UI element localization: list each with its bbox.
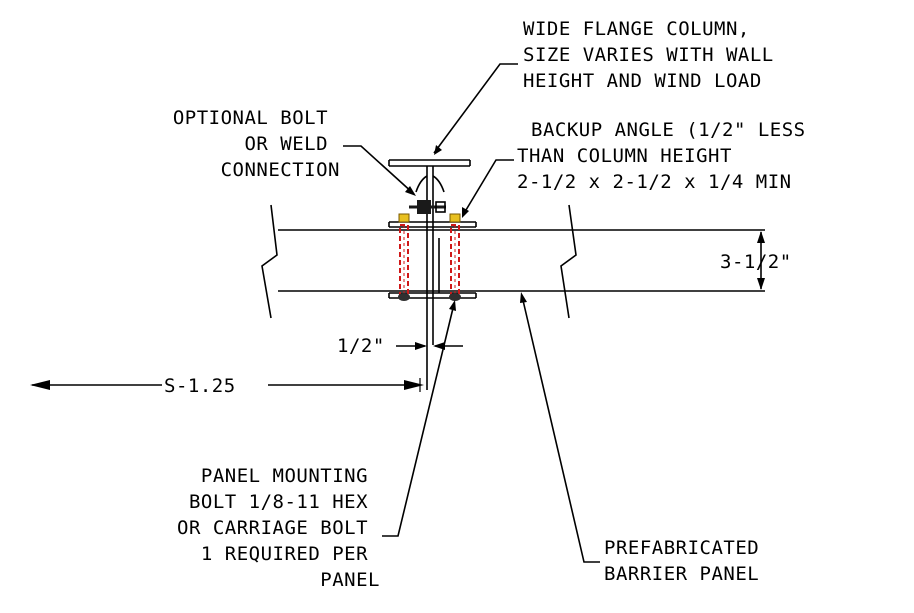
- mounting-bolt-label-line-2: BOLT 1/8-11 HEX: [189, 491, 368, 513]
- mounting-bolt-label-line-4: 1 REQUIRED PER: [201, 543, 368, 565]
- break-line-left: [261, 204, 278, 319]
- leader-column: [433, 63, 518, 155]
- spacing-label: S-1.25: [164, 375, 236, 397]
- barrier-panel: [278, 229, 765, 292]
- gap-label: 1/2": [337, 335, 385, 357]
- leader-barrier-panel: [520, 292, 600, 563]
- dimension-panel-thickness: [757, 231, 765, 290]
- mounting-bolt-label: PANEL MOUNTING BOLT 1/8-11 HEX OR CARRIA…: [177, 465, 380, 591]
- connection-bolt: [409, 200, 446, 214]
- connection-label: OPTIONAL BOLT OR WELD CONNECTION: [173, 107, 340, 181]
- connection-label-line-3: CONNECTION: [221, 159, 340, 181]
- mounting-bolt-label-line-1: PANEL MOUNTING: [201, 465, 368, 487]
- backup-angle-label-line-2: THAN COLUMN HEIGHT: [517, 145, 732, 167]
- panel-mounting-bolt-left: [398, 213, 410, 301]
- leader-connection: [343, 145, 416, 196]
- wide-flange-column: [388, 159, 471, 390]
- backup-angle-label-line-3: 2-1/2 x 2-1/2 x 1/4 MIN: [517, 171, 792, 193]
- barrier-panel-label-line-2: BARRIER PANEL: [604, 563, 759, 585]
- backup-angle-label: BACKUP ANGLE (1/2" LESS THAN COLUMN HEIG…: [517, 119, 818, 193]
- leader-backup-angle: [462, 159, 514, 218]
- dimension-spacing: [30, 378, 424, 392]
- leader-mounting-bolt: [382, 300, 456, 537]
- panel-mounting-bolt-right: [449, 213, 461, 301]
- mounting-bolt-label-line-3: OR CARRIAGE BOLT: [177, 517, 368, 539]
- connection-label-line-2: OR WELD: [244, 133, 328, 155]
- dimension-gap: [396, 342, 463, 350]
- barrier-panel-label: PREFABRICATED BARRIER PANEL: [604, 537, 771, 585]
- mounting-bolt-label-line-5: PANEL: [320, 569, 380, 591]
- column-label-line-3: HEIGHT AND WIND LOAD: [523, 70, 762, 92]
- break-line-right: [560, 204, 577, 319]
- column-label-line-2: SIZE VARIES WITH WALL: [523, 44, 774, 66]
- panel-thickness-label: 3-1/2": [720, 251, 792, 273]
- column-label-line-1: WIDE FLANGE COLUMN,: [523, 18, 750, 40]
- backup-angle-label-line-1: BACKUP ANGLE (1/2" LESS: [531, 119, 806, 141]
- barrier-panel-label-line-1: PREFABRICATED: [604, 537, 759, 559]
- connection-label-line-1: OPTIONAL BOLT: [173, 107, 328, 129]
- column-label: WIDE FLANGE COLUMN, SIZE VARIES WITH WAL…: [523, 18, 786, 92]
